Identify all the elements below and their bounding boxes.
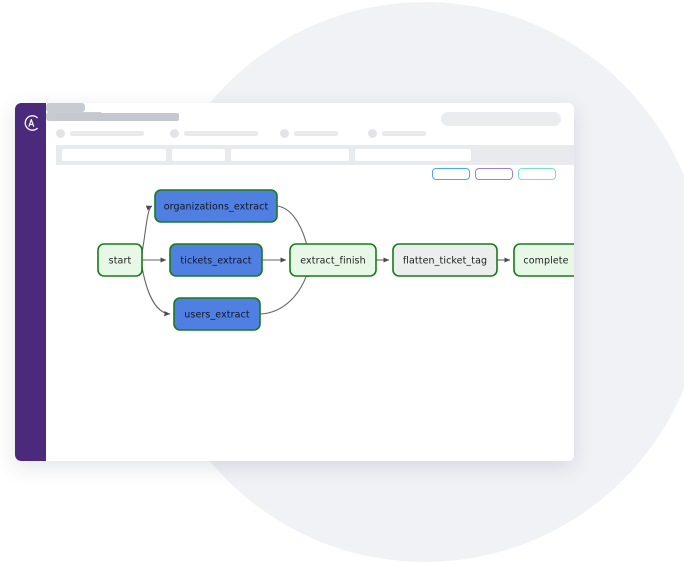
sidebar	[15, 103, 46, 461]
node-label: organizations_extract	[164, 202, 269, 213]
meta-item-4	[368, 129, 446, 138]
page-title-placeholder	[56, 113, 179, 121]
node-label: start	[109, 256, 132, 267]
circle-a-logo-icon[interactable]	[21, 113, 41, 133]
filter-input-3[interactable]	[231, 149, 349, 161]
node-complete[interactable]: complete	[513, 243, 574, 277]
node-tickets_extract[interactable]: tickets_extract	[169, 243, 263, 277]
edge-start-to-organizations_extract	[141, 205, 153, 254]
node-label: complete	[523, 256, 568, 267]
status-chip-teal[interactable]	[518, 168, 556, 180]
node-start[interactable]: start	[97, 243, 143, 277]
node-label: tickets_extract	[180, 256, 251, 267]
meta-item-1	[56, 129, 161, 138]
node-flatten_ticket_tag[interactable]: flatten_ticket_tag	[392, 243, 498, 277]
meta-bar-placeholder	[294, 131, 338, 136]
node-label: extract_finish	[300, 256, 365, 267]
meta-bar-placeholder	[70, 131, 144, 136]
toolbar-button-1[interactable]	[46, 103, 85, 112]
edge-group	[141, 205, 511, 317]
meta-dot-icon	[56, 129, 65, 138]
edge-start-to-users_extract	[141, 266, 171, 317]
status-chip-purple[interactable]	[475, 168, 513, 180]
meta-dot-icon	[368, 129, 377, 138]
meta-bar-placeholder	[382, 131, 426, 136]
status-chip-blue[interactable]	[432, 168, 470, 180]
edge-users_extract-to-extract_finish	[259, 270, 309, 315]
header-skeleton	[46, 103, 574, 183]
filter-input-2[interactable]	[172, 149, 225, 161]
node-organizations_extract[interactable]: organizations_extract	[154, 189, 278, 223]
header-action-placeholder[interactable]	[441, 112, 561, 126]
node-label: flatten_ticket_tag	[403, 256, 487, 267]
meta-item-2	[170, 129, 275, 138]
main-panel: start organizations_extract tickets_extr…	[46, 103, 574, 461]
filter-input-1[interactable]	[62, 149, 166, 161]
filter-toolbar	[56, 145, 574, 165]
node-users_extract[interactable]: users_extract	[173, 297, 261, 331]
app-window-card: start organizations_extract tickets_extr…	[15, 103, 574, 461]
dag-graph-svg: start organizations_extract tickets_extr…	[97, 189, 574, 331]
node-label: users_extract	[184, 310, 250, 321]
filter-input-4[interactable]	[355, 149, 471, 161]
meta-dot-icon	[280, 129, 289, 138]
meta-dot-icon	[170, 129, 179, 138]
dag-graph-canvas[interactable]: start organizations_extract tickets_extr…	[46, 183, 574, 461]
meta-bar-placeholder	[184, 131, 258, 136]
meta-item-3	[280, 129, 358, 138]
node-extract_finish[interactable]: extract_finish	[289, 243, 377, 277]
